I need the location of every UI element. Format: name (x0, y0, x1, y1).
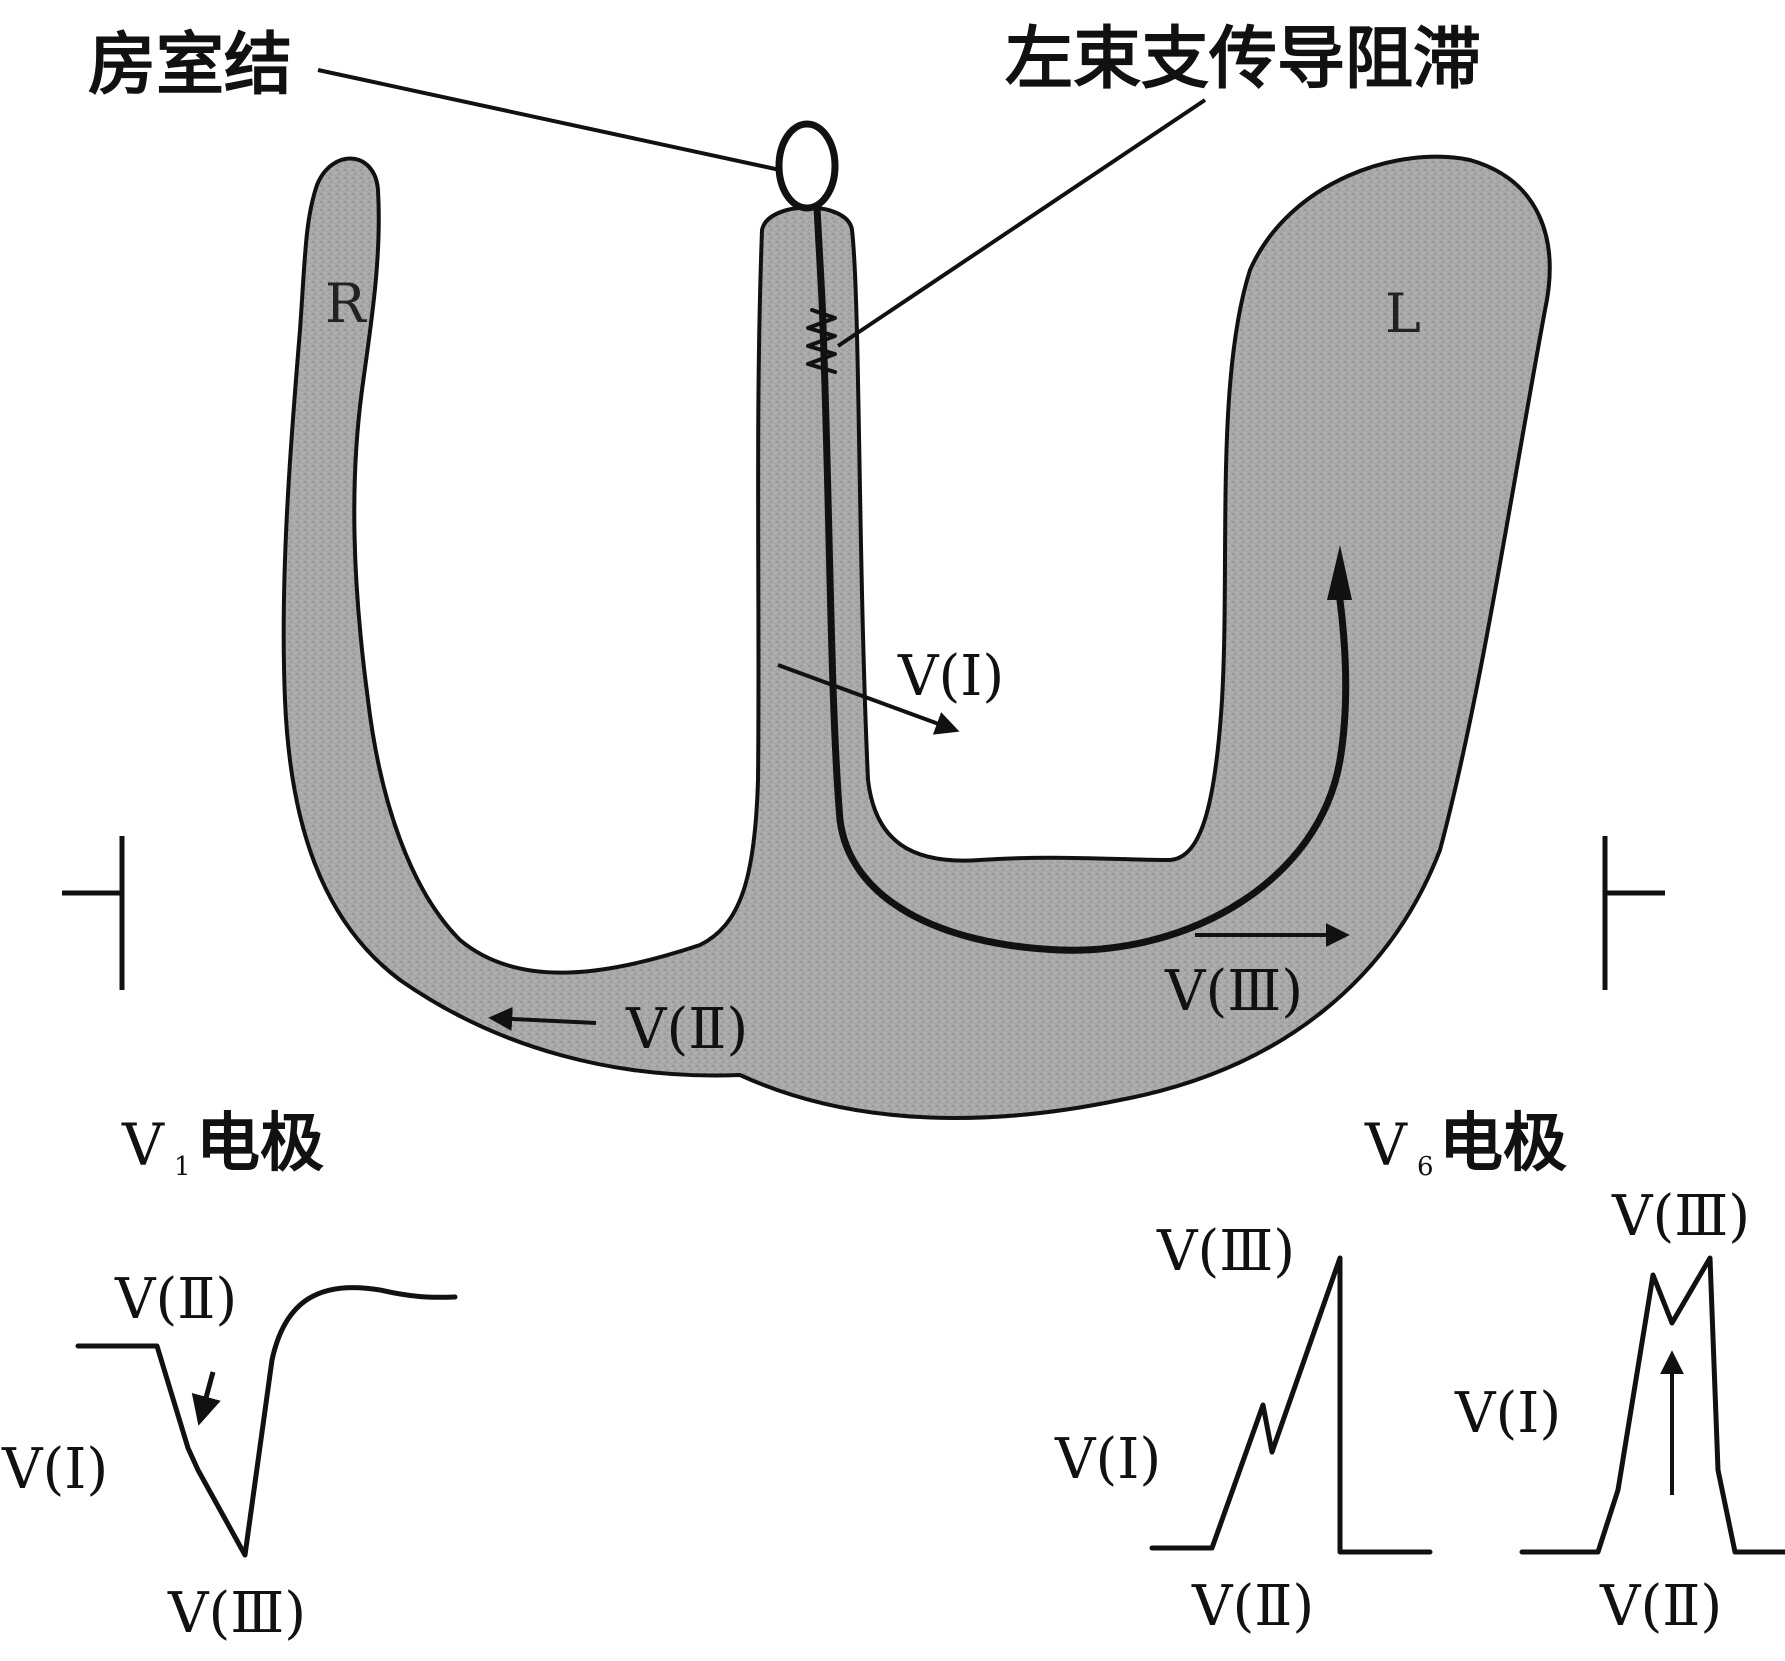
v1-label-v1: V(Ⅰ) (1, 1437, 108, 1502)
vector-3-label: V(Ⅲ) (1164, 959, 1303, 1024)
lbbb-leader (836, 98, 1207, 348)
v6-electrode-symbol (1602, 836, 1665, 990)
svg-text:6: 6 (1417, 1152, 1434, 1182)
svg-text:电极: 电极 (1439, 1107, 1567, 1181)
v6a-label-v3: V(Ⅲ) (1156, 1219, 1295, 1284)
svg-text:1: 1 (174, 1152, 191, 1182)
v1-v2-pointer (191, 1371, 221, 1426)
v1-waveform: V(Ⅱ) V(Ⅰ) V(Ⅲ) (1, 1267, 458, 1646)
av-node (775, 120, 839, 212)
vector-1-label: V(Ⅰ) (897, 644, 1004, 709)
v6b-label-v3: V(Ⅲ) (1611, 1184, 1750, 1249)
v6b-label-v1: V(Ⅰ) (1454, 1381, 1561, 1446)
vector-2-label: V(Ⅱ) (625, 997, 748, 1062)
v6a-label-v2: V(Ⅱ) (1191, 1574, 1314, 1639)
v6-waveform-a: V(Ⅲ) V(Ⅰ) V(Ⅱ) (1054, 1219, 1433, 1639)
left-ventricle-label: L (1385, 282, 1421, 345)
v1-label-v2: V(Ⅱ) (114, 1267, 237, 1332)
lbbb-label: 左束支传导阻滞 (1005, 20, 1481, 99)
v6b-trace (1519, 1255, 1785, 1555)
svg-text:V: V (121, 1111, 165, 1179)
v1-electrode-symbol (62, 836, 125, 990)
vector-2-arrow (488, 1006, 597, 1031)
svg-text:V: V (1364, 1111, 1408, 1179)
v6-waveform-b: V(Ⅲ) V(Ⅰ) V(Ⅱ) (1454, 1184, 1785, 1639)
block-zigzag (806, 308, 837, 374)
myocardium-outline (281, 154, 1552, 1120)
conduction-pathway (813, 204, 1350, 954)
v6a-trace (1149, 1255, 1433, 1555)
v6-electrode-label: V 6 电极 (1364, 1107, 1567, 1182)
v6a-label-v1: V(Ⅰ) (1054, 1427, 1161, 1492)
av-node-leader (317, 68, 781, 172)
right-ventricle-label: R (325, 272, 367, 335)
v6b-label-v2: V(Ⅱ) (1599, 1574, 1722, 1639)
heart-section (281, 154, 1552, 1120)
v1-electrode-label: V 1 电极 (121, 1107, 324, 1182)
arrowhead-v3-curve (1327, 545, 1352, 600)
v1-label-v3: V(Ⅲ) (167, 1581, 306, 1646)
v1-trace (75, 1285, 458, 1558)
av-node-label: 房室结 (88, 26, 292, 105)
svg-text:电极: 电极 (196, 1107, 324, 1181)
vector-1-arrow (777, 663, 960, 735)
